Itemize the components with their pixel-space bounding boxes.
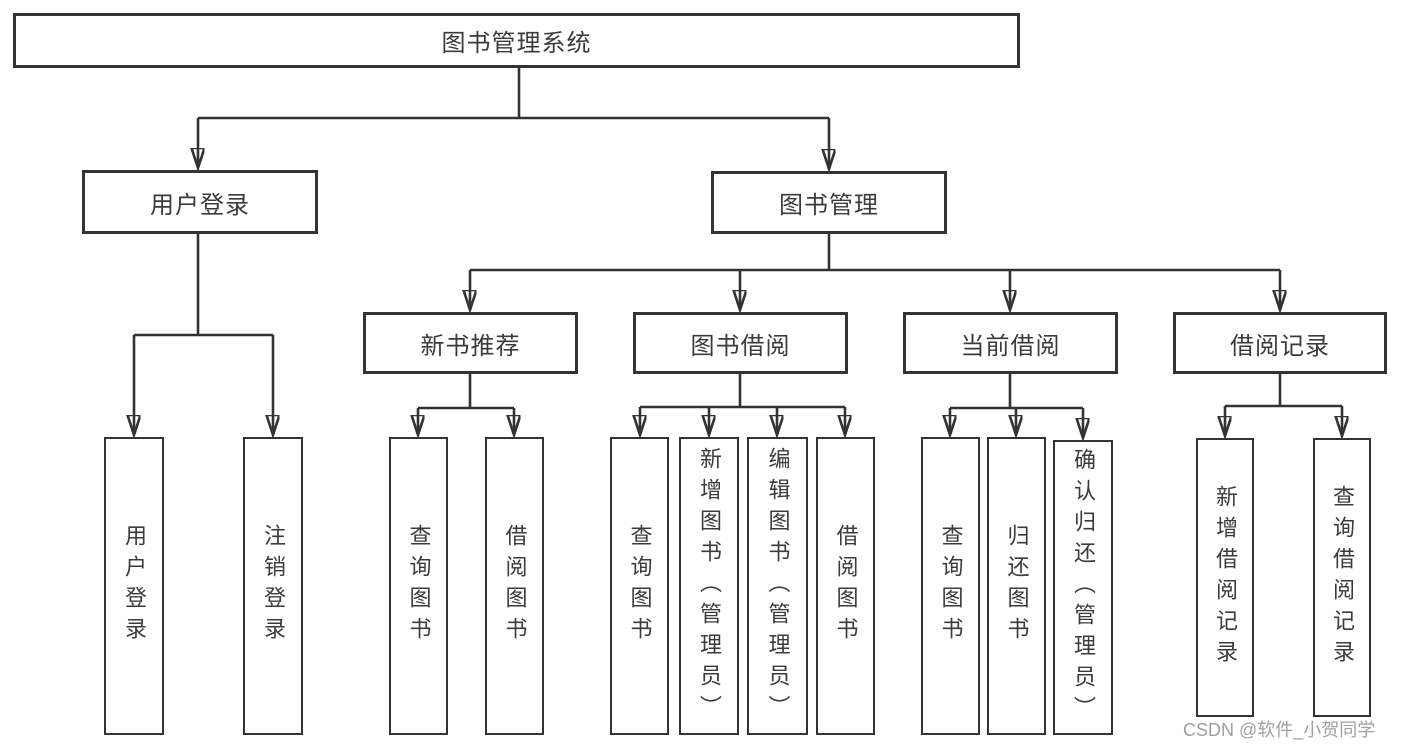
csdn-watermark: CSDN @软件_小贺同学	[1183, 720, 1376, 740]
node-new-book-recommend-label: 新书推荐	[420, 332, 521, 360]
node-borrow-books-recommend-label: 借阅图书	[502, 524, 528, 648]
node-return-books: 归还图书	[987, 437, 1046, 735]
node-query-books-recommend-label: 查询图书	[406, 524, 432, 648]
node-query-borrow-record-label: 查询借阅记录	[1330, 484, 1355, 671]
node-borrowing-records-label: 借阅记录	[1230, 332, 1330, 360]
node-book-borrowing: 图书借阅	[633, 312, 848, 374]
node-current-borrowing: 当前借阅	[903, 312, 1118, 374]
node-user-login: 用户登录	[82, 170, 318, 234]
node-new-book-recommend: 新书推荐	[363, 312, 578, 374]
node-logout-action: 注销登录	[243, 437, 303, 735]
node-query-books-recommend: 查询图书	[389, 437, 448, 735]
node-confirm-return-admin: 确认归还（管理员）	[1053, 440, 1113, 735]
node-add-borrow-record-label: 新增借阅记录	[1213, 484, 1238, 671]
node-add-borrow-record: 新增借阅记录	[1196, 438, 1254, 717]
node-root-label: 图书管理系统	[441, 30, 592, 57]
node-borrow-books-borrowing-label: 借阅图书	[833, 524, 859, 648]
node-user-login-label: 用户登录	[150, 191, 250, 219]
node-confirm-return-admin-label: 确认归还（管理员）	[1071, 448, 1096, 727]
node-query-books-borrowing-label: 查询图书	[627, 524, 653, 648]
node-logout-action-label: 注销登录	[261, 524, 286, 648]
node-query-borrow-record: 查询借阅记录	[1313, 438, 1371, 717]
node-user-login-action: 用户登录	[104, 437, 164, 735]
node-query-books-current: 查询图书	[921, 437, 980, 735]
node-add-books-admin-label: 新增图书（管理员）	[697, 446, 722, 726]
node-borrowing-records: 借阅记录	[1173, 312, 1387, 374]
node-add-books-admin: 新增图书（管理员）	[679, 437, 739, 735]
node-book-management-label: 图书管理	[779, 192, 879, 219]
node-user-login-action-label: 用户登录	[122, 524, 147, 648]
node-return-books-label: 归还图书	[1004, 524, 1030, 648]
node-query-books-borrowing: 查询图书	[610, 437, 669, 735]
node-edit-books-admin: 编辑图书（管理员）	[747, 437, 808, 735]
node-borrow-books-recommend: 借阅图书	[485, 437, 544, 735]
node-query-books-current-label: 查询图书	[938, 524, 964, 648]
node-book-management: 图书管理	[711, 171, 947, 234]
node-borrow-books-borrowing: 借阅图书	[816, 437, 875, 735]
node-book-borrowing-label: 图书借阅	[690, 332, 791, 360]
node-edit-books-admin-label: 编辑图书（管理员）	[765, 446, 791, 726]
node-current-borrowing-label: 当前借阅	[960, 332, 1061, 360]
node-root-system: 图书管理系统	[13, 13, 1020, 68]
